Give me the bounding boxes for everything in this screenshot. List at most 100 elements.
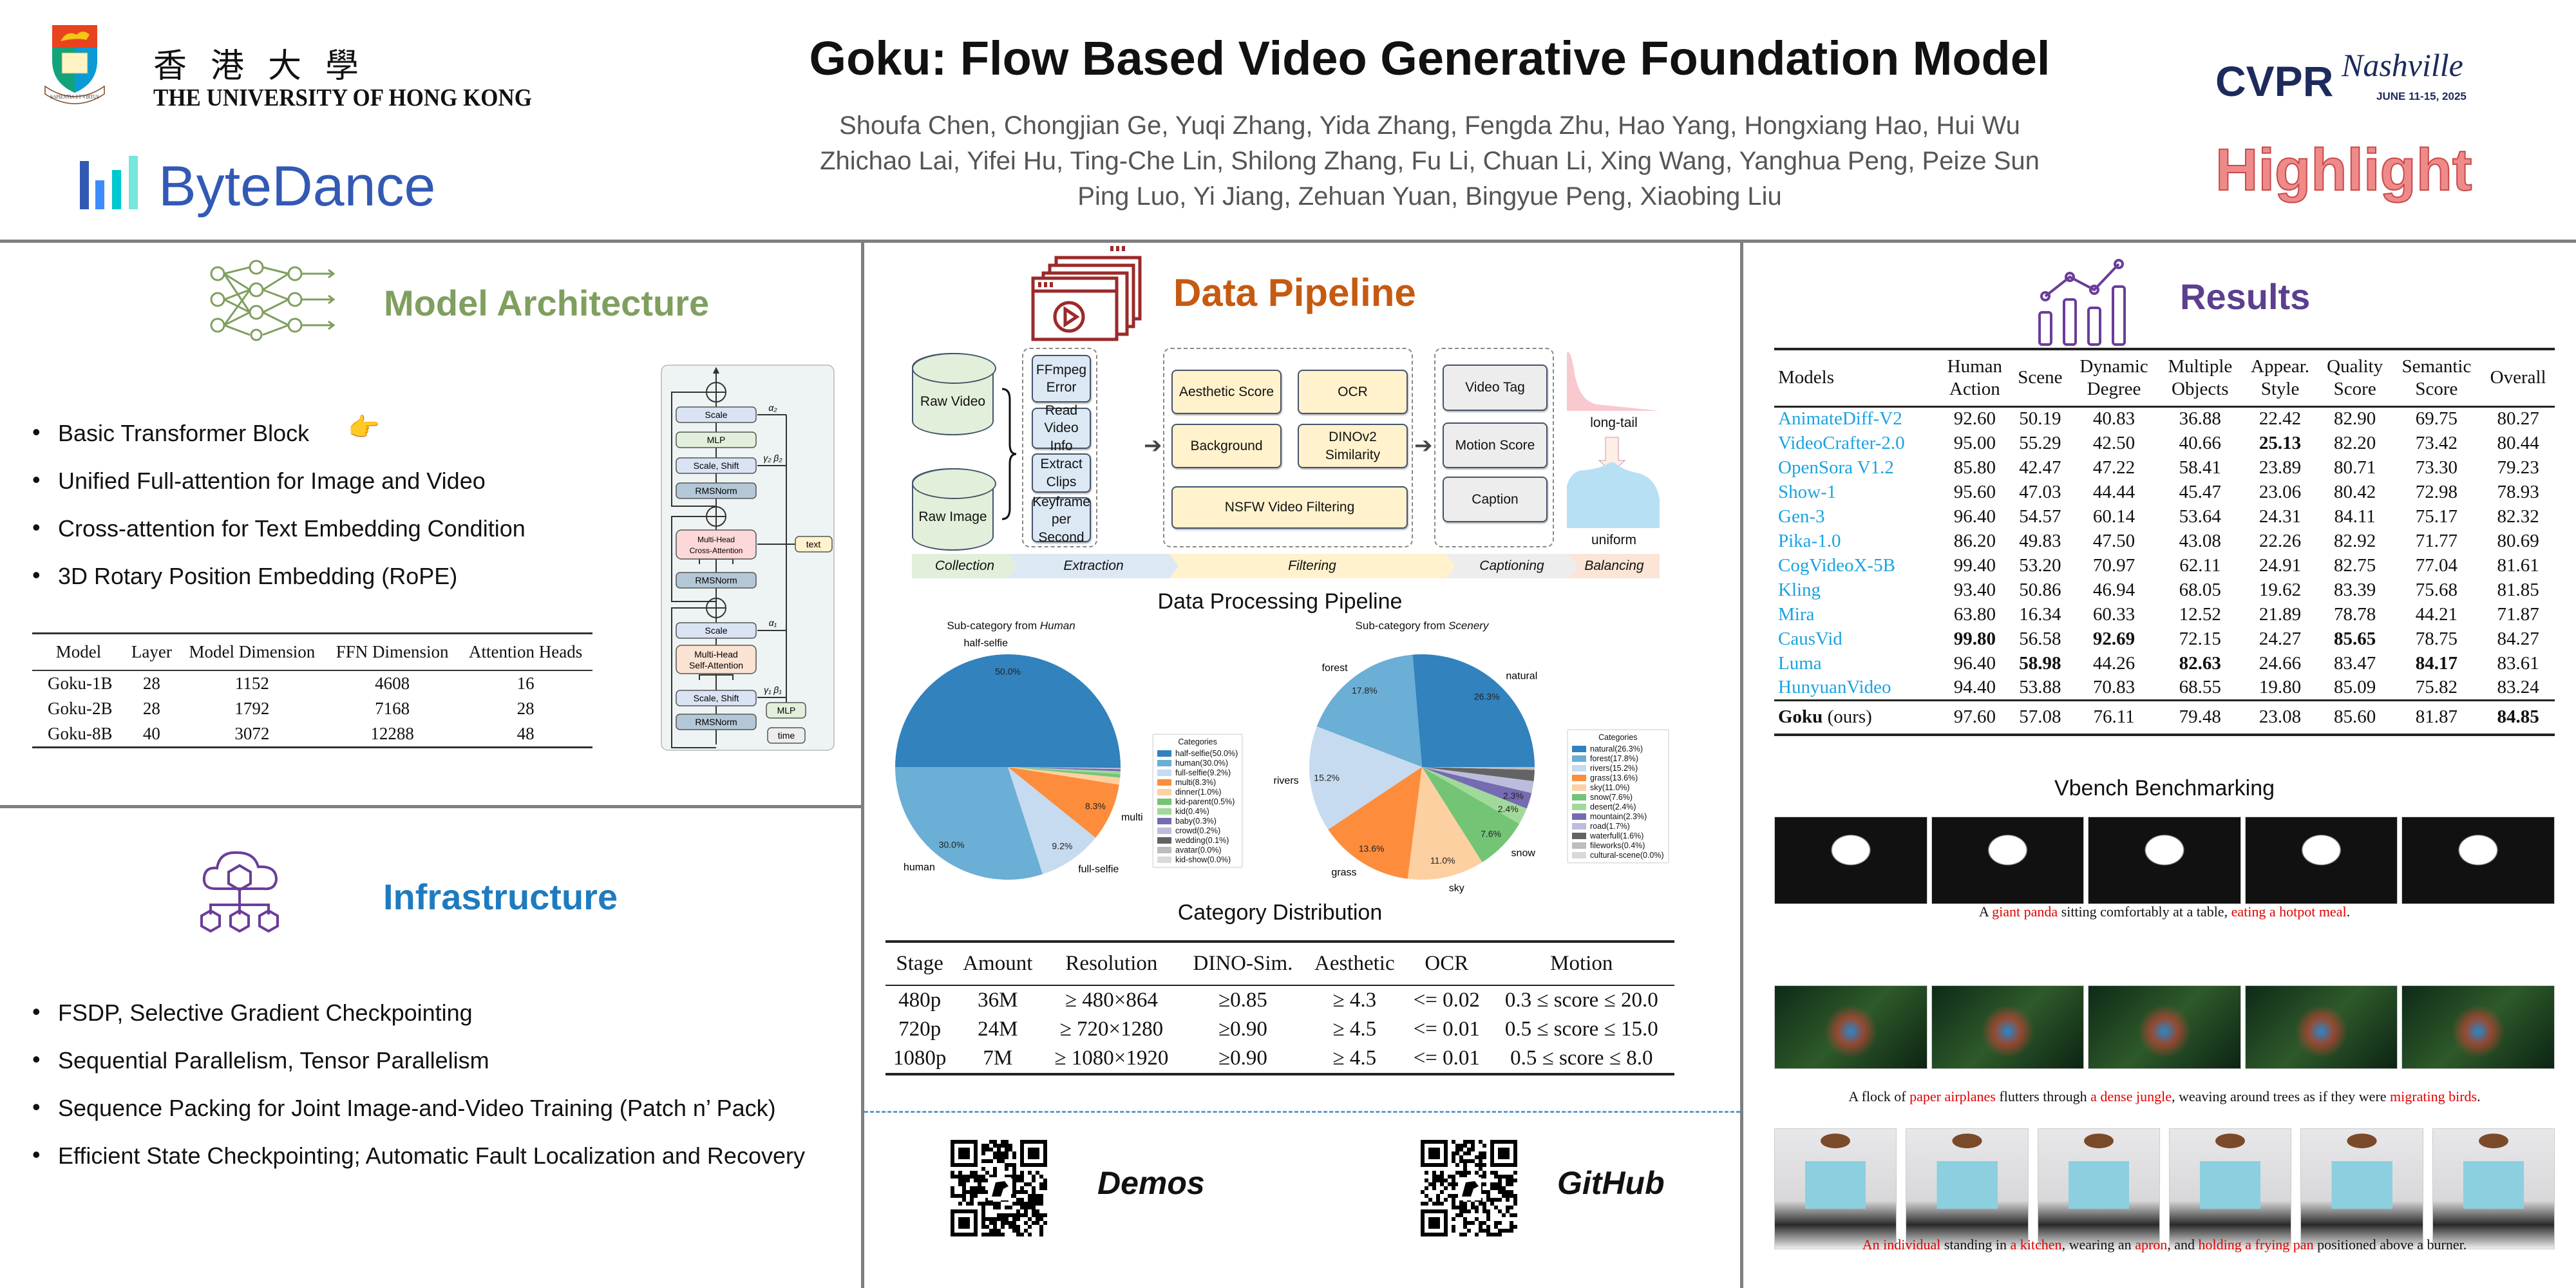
model-name-text: Luma — [1778, 652, 1822, 674]
score-cell: 60.14 — [2092, 506, 2136, 527]
column-header: DINO-Sim. — [1181, 942, 1305, 986]
model-name[interactable]: Pika-1.0 — [1774, 529, 1939, 553]
score-cell: 85.80 — [1953, 457, 1996, 478]
distribution-caption: Category Distribution — [1177, 900, 1383, 925]
sample-prompt: An individual standing in a kitchen, wea… — [1774, 1236, 2555, 1253]
score-cell: 85.60 — [2318, 699, 2392, 735]
model-name[interactable]: Kling — [1774, 578, 1939, 602]
score-cell: 53.88 — [2019, 676, 2061, 697]
legend-name: snow — [1590, 792, 1609, 802]
table-cell: <= 0.02 — [1413, 989, 1480, 1012]
pie-category-label: sky — [1449, 883, 1464, 894]
rmsnorm-block: RMSNorm — [695, 486, 737, 496]
model-name[interactable]: CausVid — [1774, 627, 1939, 651]
pie-slice — [1008, 767, 1121, 768]
table-cell: ≥ 4.5 — [1332, 1046, 1377, 1070]
score-cell: 85.65 — [2334, 628, 2376, 649]
model-name[interactable]: OpenSora V1.2 — [1774, 455, 1939, 480]
legend-value: (1.6%) — [1620, 831, 1644, 840]
pie-slice — [1328, 767, 1422, 879]
legend-swatch — [1572, 822, 1586, 829]
table-cell: <= 0.01 — [1413, 1018, 1480, 1041]
demos-qr-code[interactable] — [949, 1127, 1049, 1249]
score-cell: 95.00 — [1953, 432, 1996, 453]
scale-shift-block: Scale, Shift — [694, 460, 739, 471]
table-cell: ≥ 1080×1920 — [1054, 1046, 1169, 1070]
model-name[interactable]: CogVideoX-5B — [1774, 553, 1939, 578]
captioning-group — [1434, 348, 1554, 547]
score-cell: 86.20 — [1953, 530, 1996, 551]
model-name[interactable]: Show-1 — [1774, 480, 1939, 504]
pie-slice — [1008, 767, 1119, 838]
pipeline-caption: Data Processing Pipeline — [1157, 589, 1403, 614]
score-cell: 22.42 — [2259, 408, 2302, 430]
column-header: Layer — [125, 633, 178, 671]
column-header: Aesthetic — [1304, 942, 1405, 986]
legend-name: rivers — [1590, 763, 1610, 773]
model-name-text: Gen-3 — [1778, 506, 1825, 527]
column-header-line: Degree — [2087, 378, 2141, 399]
score-cell: 82.32 — [2497, 506, 2539, 527]
model-name[interactable]: Mira — [1774, 602, 1939, 627]
pie-title-human: Sub-category from Human — [914, 620, 1108, 632]
table-cell: ≥0.85 — [1218, 989, 1267, 1012]
legend-value: (1.0%) — [1197, 787, 1222, 797]
table-cell: 720p — [898, 1018, 942, 1041]
legend-value: (15.2%) — [1609, 763, 1638, 773]
score-cell: 69.75 — [2415, 408, 2458, 430]
gamma2-beta2-label: γ₂ β₂ — [763, 453, 782, 463]
highlighted-phrase: a dense jungle — [2090, 1088, 2172, 1104]
model-name[interactable]: AnimateDiff-V2 — [1774, 406, 1939, 431]
legend-entry: road (1.7%) — [1572, 821, 1664, 831]
table-cell: 7M — [983, 1046, 1013, 1070]
model-name[interactable]: VideoCrafter-2.0 — [1774, 431, 1939, 455]
model-name[interactable]: Luma — [1774, 651, 1939, 676]
uniform-label: uniform — [1591, 533, 1637, 547]
legend-entry: forest (17.8%) — [1572, 753, 1664, 763]
text-input-block: text — [806, 539, 821, 549]
legend-value: (0.0%) — [1640, 850, 1664, 860]
arrow-right-icon: ➔ — [1414, 433, 1433, 458]
source-label: Raw Image — [918, 509, 987, 524]
demos-link[interactable]: Demos — [1097, 1165, 1205, 1201]
legend-name: desert — [1590, 802, 1613, 811]
table-cell: ≥0.90 — [1218, 1018, 1267, 1041]
legend-name: natural — [1590, 744, 1615, 753]
column-header-line: Semantic — [2401, 356, 2472, 377]
legend-value: (9.2%) — [1207, 768, 1231, 777]
rmsnorm-block: RMSNorm — [695, 717, 737, 727]
legend-name: kid-parent — [1175, 797, 1211, 806]
column-header-line: Style — [2260, 378, 2300, 399]
github-link[interactable]: GitHub — [1557, 1165, 1665, 1201]
legend-swatch — [1572, 745, 1586, 752]
model-name[interactable]: HunyuanVideo — [1774, 676, 1939, 700]
model-name[interactable]: Gen-3 — [1774, 504, 1939, 529]
score-cell: 97.60 — [1938, 699, 2011, 735]
legend-name: half-selfie — [1175, 748, 1210, 758]
github-qr-code[interactable] — [1419, 1127, 1519, 1249]
legend-value: (30.0%) — [1200, 758, 1229, 768]
extract-clips-step: Extract Clips — [1032, 453, 1091, 493]
score-cell: 83.61 — [2497, 652, 2539, 674]
score-cell: 83.24 — [2497, 676, 2539, 697]
score-cell: 80.71 — [2334, 457, 2376, 478]
legend-name: cultural-scene — [1590, 850, 1640, 860]
score-cell: 77.04 — [2415, 554, 2458, 576]
legend-name: multi — [1175, 777, 1193, 787]
score-cell: 63.80 — [1953, 603, 1996, 625]
read-video-info-step: Read Video Info — [1032, 403, 1091, 453]
prompt-text: , wearing an — [2061, 1236, 2136, 1253]
cross-attention-block: Cross-Attention — [690, 546, 743, 555]
score-cell: 46.94 — [2092, 579, 2136, 600]
legend-value: (50.0%) — [1209, 748, 1238, 758]
score-cell: 47.03 — [2019, 481, 2061, 502]
pie-percent-label: 30.0% — [939, 839, 965, 849]
score-cell: 22.26 — [2259, 530, 2302, 551]
